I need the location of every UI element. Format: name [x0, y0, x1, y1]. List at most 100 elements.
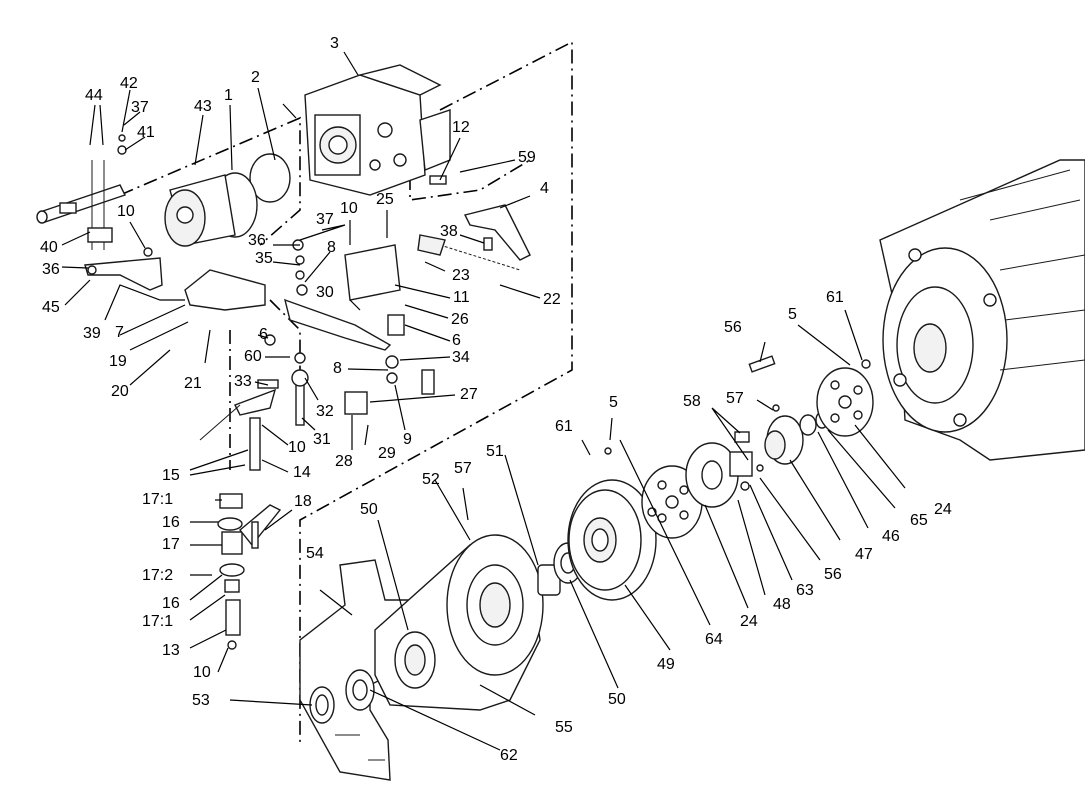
callout-3: 3 — [330, 35, 339, 52]
transmission-housing — [879, 159, 1085, 461]
callout-37: 37 — [316, 211, 334, 228]
callout-61: 61 — [826, 289, 844, 306]
callout-57: 57 — [726, 390, 744, 407]
callout-53: 53 — [192, 692, 210, 709]
drive-coupling — [164, 172, 258, 247]
callout-24: 24 — [934, 501, 952, 518]
callout-38: 38 — [440, 223, 458, 240]
control-rod-assembly — [36, 134, 127, 250]
callout-5: 5 — [609, 394, 618, 411]
callout-55: 55 — [555, 719, 573, 736]
callout-9: 9 — [403, 431, 412, 448]
pulley — [567, 479, 657, 601]
callout-18: 18 — [294, 493, 312, 510]
pivot-stack — [217, 417, 282, 650]
callout-61: 61 — [555, 418, 573, 435]
o-ring — [249, 153, 291, 203]
callout-60: 60 — [244, 348, 262, 365]
callout-17-1: 17:1 — [142, 491, 174, 508]
callout-11: 11 — [453, 289, 470, 306]
callout-62: 62 — [500, 747, 518, 764]
linkage-arm — [264, 239, 405, 384]
spring-bracket — [417, 175, 531, 271]
callout-10: 10 — [193, 664, 211, 681]
hydraulic-pump — [304, 64, 451, 196]
callout-24: 24 — [740, 613, 758, 630]
callout-44: 44 — [85, 87, 103, 104]
callout-33: 33 — [234, 373, 252, 390]
callout-8: 8 — [327, 239, 336, 256]
callout-20: 20 — [111, 383, 129, 400]
callout-25: 25 — [376, 191, 394, 208]
callout-7: 7 — [115, 324, 124, 341]
callout-12: 12 — [452, 119, 470, 136]
callout-29: 29 — [378, 445, 396, 462]
splined-hub — [685, 431, 764, 508]
callout-45: 45 — [42, 299, 60, 316]
callout-17-1: 17:1 — [142, 613, 174, 630]
callout-36: 36 — [42, 261, 60, 278]
callout-8: 8 — [333, 360, 342, 377]
callout-50: 50 — [360, 501, 378, 518]
callout-63: 63 — [796, 582, 814, 599]
callout-41: 41 — [137, 124, 155, 141]
callout-52: 52 — [422, 471, 440, 488]
flex-coupling-rear — [748, 355, 874, 437]
callout-57: 57 — [454, 460, 472, 477]
callout-15: 15 — [162, 467, 180, 484]
callout-19: 19 — [109, 353, 127, 370]
callout-22: 22 — [543, 291, 561, 308]
callout-26: 26 — [451, 311, 469, 328]
callout-10: 10 — [340, 200, 358, 217]
callout-27: 27 — [460, 386, 478, 403]
callout-54: 54 — [306, 545, 324, 562]
callout-2: 2 — [251, 69, 260, 86]
callout-21: 21 — [184, 375, 202, 392]
callout-1: 1 — [224, 87, 233, 104]
callout-39: 39 — [83, 325, 101, 342]
bearing-flange — [446, 534, 544, 676]
callout-40: 40 — [40, 239, 58, 256]
callout-16: 16 — [162, 595, 180, 612]
callout-56: 56 — [724, 319, 742, 336]
callout-23: 23 — [452, 267, 470, 284]
callout-49: 49 — [657, 656, 675, 673]
callout-16: 16 — [162, 514, 180, 531]
callout-30: 30 — [316, 284, 334, 301]
callout-56: 56 — [824, 566, 842, 583]
shaft-adaptor — [764, 411, 829, 465]
mounting-brackets — [84, 247, 266, 311]
callout-14: 14 — [293, 464, 311, 481]
assembly-centerlines — [119, 40, 573, 745]
callout-48: 48 — [773, 596, 791, 613]
callout-64: 64 — [705, 631, 723, 648]
callout-5: 5 — [788, 306, 797, 323]
callout-10: 10 — [117, 203, 135, 220]
sensor-linkage — [199, 369, 435, 441]
callout-59: 59 — [518, 149, 536, 166]
callout-17-2: 17:2 — [142, 567, 174, 584]
callout-34: 34 — [452, 349, 470, 366]
callout-4: 4 — [540, 180, 549, 197]
callout-58: 58 — [683, 393, 701, 410]
callout-31: 31 — [313, 431, 331, 448]
callout-32: 32 — [316, 403, 334, 420]
callout-51: 51 — [486, 443, 504, 460]
callout-17: 17 — [162, 536, 180, 553]
callout-47: 47 — [855, 546, 873, 563]
callout-6: 6 — [452, 332, 461, 349]
callout-43: 43 — [194, 98, 212, 115]
leader-lines — [61, 51, 906, 751]
callout-37: 37 — [131, 99, 149, 116]
callout-6: 6 — [259, 326, 268, 343]
callout-35: 35 — [255, 250, 273, 267]
callout-42: 42 — [120, 75, 138, 92]
callout-13: 13 — [162, 642, 180, 659]
needle-bearing — [345, 669, 375, 711]
callout-36: 36 — [248, 232, 266, 249]
callout-50: 50 — [608, 691, 626, 708]
callout-65: 65 — [910, 512, 928, 529]
callout-46: 46 — [882, 528, 900, 545]
